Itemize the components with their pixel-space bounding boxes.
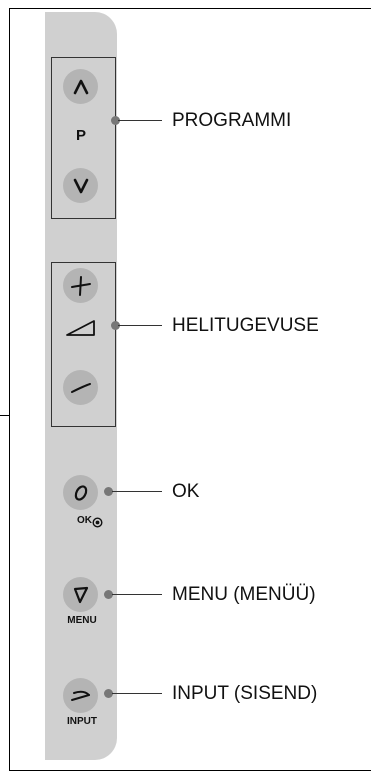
input-button[interactable]	[63, 678, 98, 713]
frame-tick-mark	[0, 415, 10, 416]
ok-button-text: OK	[77, 515, 92, 526]
helitugevuse-label: HELITUGEVUSE	[172, 315, 319, 336]
ok-button[interactable]	[63, 475, 98, 510]
volume-up-button[interactable]	[63, 268, 98, 303]
input-leader-line	[112, 693, 162, 694]
input-label: INPUT (SISEND)	[172, 683, 318, 704]
menu-leader-line	[112, 594, 162, 595]
volume-down-button[interactable]	[63, 370, 98, 405]
ok-icon	[74, 484, 87, 501]
helitugevuse-callout-dot	[111, 321, 120, 330]
program-down-button[interactable]	[63, 168, 98, 203]
volume-icon	[66, 320, 95, 336]
menu-icon	[73, 586, 88, 603]
input-button-text: INPUT	[67, 716, 97, 727]
menu-callout-dot	[104, 590, 113, 599]
input-callout-dot	[104, 689, 113, 698]
program-p-label: P	[75, 127, 86, 144]
menu-label: MENU (MENÜÜ)	[172, 584, 316, 605]
volume-down-icon	[70, 382, 91, 393]
ok-target-icon	[92, 515, 103, 528]
volume-up-icon	[70, 275, 91, 296]
frame-left-border-lower	[9, 416, 10, 771]
program-up-icon	[73, 79, 88, 94]
helitugevuse-leader-line	[118, 325, 162, 326]
volume-button-group	[51, 262, 116, 427]
ok-label: OK	[172, 481, 200, 502]
programmi-callout-dot	[111, 116, 120, 125]
volume-symbol	[64, 318, 98, 338]
program-button-group	[51, 57, 116, 219]
ok-callout-dot	[104, 487, 113, 496]
input-icon	[70, 690, 90, 701]
menu-button-text: MENU	[67, 615, 97, 626]
menu-button[interactable]	[63, 577, 98, 612]
frame-bottom-border	[9, 770, 371, 771]
programmi-label: PROGRAMMI	[172, 110, 292, 131]
program-up-button[interactable]	[63, 69, 98, 104]
programmi-leader-line	[118, 120, 162, 121]
frame-top-border	[9, 8, 371, 9]
frame-left-border	[9, 8, 10, 416]
program-down-icon	[73, 178, 88, 193]
ok-leader-line	[112, 491, 162, 492]
